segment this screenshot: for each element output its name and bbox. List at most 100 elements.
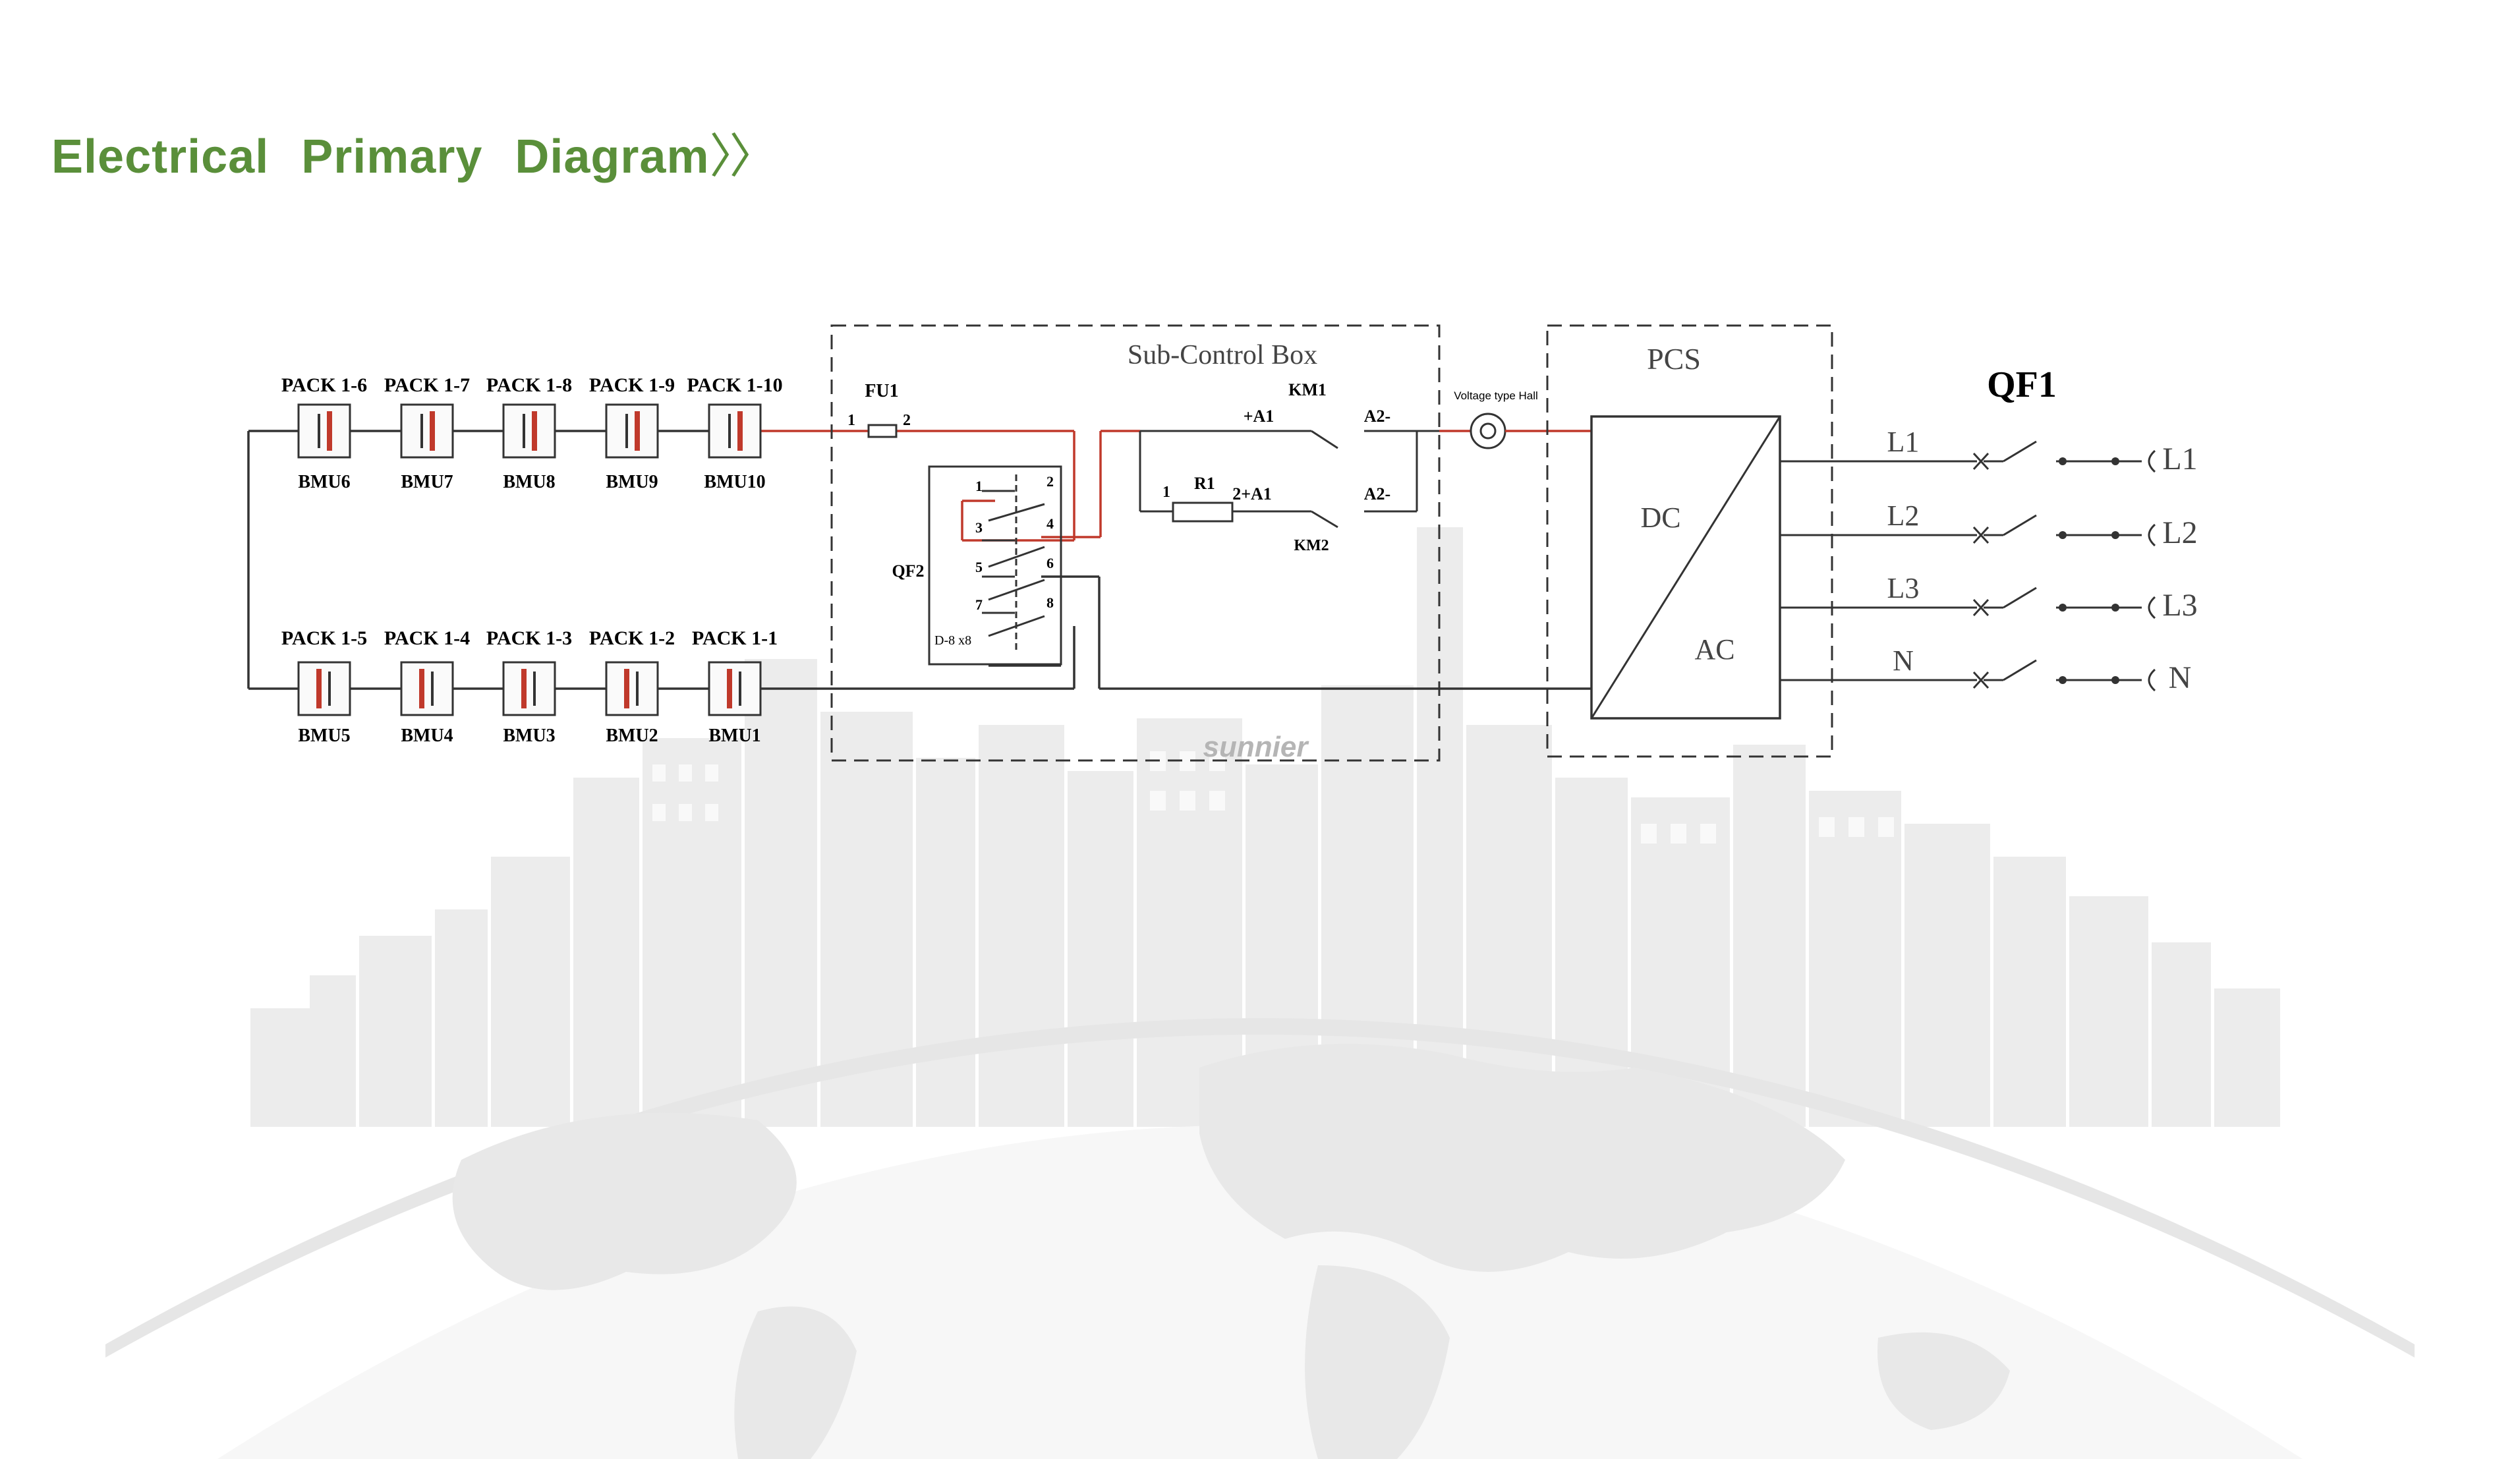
bmu-label: BMU10 [704, 472, 765, 492]
bmu-label: BMU6 [298, 472, 350, 492]
km1-a2: A2- [1364, 407, 1390, 426]
line-in-label: L1 [1887, 426, 1920, 458]
dc-red-wiring [961, 430, 1140, 542]
qf2-pin: 5 [975, 559, 983, 575]
qf2-pin: 6 [1046, 555, 1054, 571]
bmu-label: BMU4 [401, 726, 453, 746]
sub-control-box-frame [830, 324, 1441, 762]
battery-module-icon [502, 403, 556, 459]
km1-label: KM1 [1288, 380, 1327, 399]
ac-line-n: N N [1780, 644, 2191, 695]
sub-control-box-label: Sub-Control Box [1128, 340, 1317, 370]
brand-watermark: sunnier [1203, 731, 1310, 763]
resistor-icon [1172, 501, 1234, 523]
fuse-pin-1: 1 [847, 412, 855, 429]
page-title: Electrical Primary Diagram〉〉 [51, 117, 777, 186]
pcs-label: PCS [1647, 342, 1701, 376]
line-in-label: N [1893, 644, 1914, 677]
battery-module-icon [605, 403, 659, 459]
battery-module-icon [400, 403, 454, 459]
battery-module-icon [502, 661, 556, 716]
precharge-circuit [1139, 430, 1439, 529]
top-pack-row: PACK 1-6 BMU6 PACK 1-7 BMU7 PACK 1-8 BMU… [281, 374, 783, 492]
page-title-text: Electrical Primary Diagram [51, 130, 710, 183]
km2-a2: A2- [1364, 484, 1390, 503]
ac-line-l3: L3 L3 [1780, 572, 2198, 623]
resistor-pin: 1 [1162, 484, 1170, 501]
pack-cell: PACK 1-10 BMU10 [687, 374, 782, 492]
pack-label: PACK 1-9 [589, 374, 675, 396]
qf1-label: QF1 [1987, 364, 2057, 405]
pcs-dc-label: DC [1640, 501, 1680, 534]
qf2-pin: 2 [1046, 473, 1054, 490]
battery-module-icon [708, 661, 762, 716]
qf2-pin: 8 [1046, 594, 1054, 611]
line-out-label: N [2169, 660, 2192, 695]
qf2-breaker: QF2 1 2 3 4 5 6 7 8 [892, 465, 1062, 666]
line-out-label: L1 [2162, 442, 2197, 476]
globe-arc [105, 1018, 2415, 1358]
bmu-label: BMU8 [503, 472, 555, 492]
qf2-pin: 7 [975, 596, 983, 613]
voltage-hall-sensor: Voltage type Hall [1454, 389, 1591, 449]
pack-label: PACK 1-10 [687, 374, 782, 396]
pack-label: PACK 1-1 [692, 627, 778, 649]
km1-a1: +A1 [1244, 407, 1274, 426]
battery-module-icon [708, 403, 762, 459]
line-out-label: L3 [2162, 588, 2197, 623]
qf2-pin: 1 [975, 478, 983, 494]
bmu-label: BMU5 [298, 726, 350, 746]
battery-module-icon [400, 661, 454, 716]
fuse-icon [867, 424, 898, 438]
qf1-output: QF1 L1 L1 L2 L2 [1780, 364, 2198, 695]
pcs-frame [1546, 324, 1833, 758]
ac-line-l2: L2 L2 [1780, 500, 2198, 550]
pack-cell: PACK 1-2 BMU2 [589, 627, 675, 746]
qf2-pin: 3 [975, 519, 983, 536]
pack-label: PACK 1-8 [486, 374, 572, 396]
line-in-label: L2 [1887, 500, 1920, 532]
pack-label: PACK 1-6 [281, 374, 367, 396]
pcs-ac-label: AC [1694, 633, 1734, 666]
title-chevrons-icon: 〉〉 [709, 130, 777, 183]
battery-module-icon [297, 661, 351, 716]
pack-cell: PACK 1-1 BMU1 [692, 627, 778, 746]
pack-label: PACK 1-3 [486, 627, 572, 649]
pack-label: PACK 1-7 [384, 374, 470, 396]
bmu-label: BMU3 [503, 726, 555, 746]
battery-module-icon [605, 661, 659, 716]
bmu-label: BMU2 [606, 726, 658, 746]
fuse-pin-2: 2 [903, 412, 911, 429]
pack-cell: PACK 1-8 BMU8 [486, 374, 572, 492]
pack-cell: PACK 1-3 BMU3 [486, 627, 572, 746]
bmu-label: BMU7 [401, 472, 453, 492]
km2-a1: 2+A1 [1232, 484, 1272, 503]
pack-cell: PACK 1-5 BMU5 [281, 627, 367, 746]
fuse-label: FU1 [865, 381, 898, 401]
bmu-label: BMU1 [708, 726, 760, 746]
pack-cell: PACK 1-6 BMU6 [281, 374, 367, 492]
pack-label: PACK 1-4 [384, 627, 470, 649]
resistor-label: R1 [1194, 474, 1215, 493]
line-in-label: L3 [1887, 572, 1920, 604]
dc-negative-wiring [761, 575, 1595, 690]
battery-string-wiring [247, 430, 761, 690]
pcs-block: PCS DC AC [1546, 324, 1833, 758]
line-out-label: L2 [2162, 515, 2197, 550]
pack-cell: PACK 1-9 BMU9 [589, 374, 675, 492]
bmu-label: BMU9 [606, 472, 658, 492]
qf2-pin: 4 [1046, 515, 1054, 532]
pack-cell: PACK 1-7 BMU7 [384, 374, 470, 492]
voltage-sensor-label: Voltage type Hall [1454, 389, 1538, 402]
ac-line-l1: L1 L1 [1780, 426, 2198, 476]
pack-label: PACK 1-2 [589, 627, 675, 649]
km2-label: KM2 [1294, 537, 1329, 554]
pack-label: PACK 1-5 [281, 627, 367, 649]
pack-cell: PACK 1-4 BMU4 [384, 627, 470, 746]
battery-module-icon [297, 403, 351, 459]
breaker-label: QF2 [892, 561, 924, 581]
skyline-windows [652, 751, 1894, 844]
